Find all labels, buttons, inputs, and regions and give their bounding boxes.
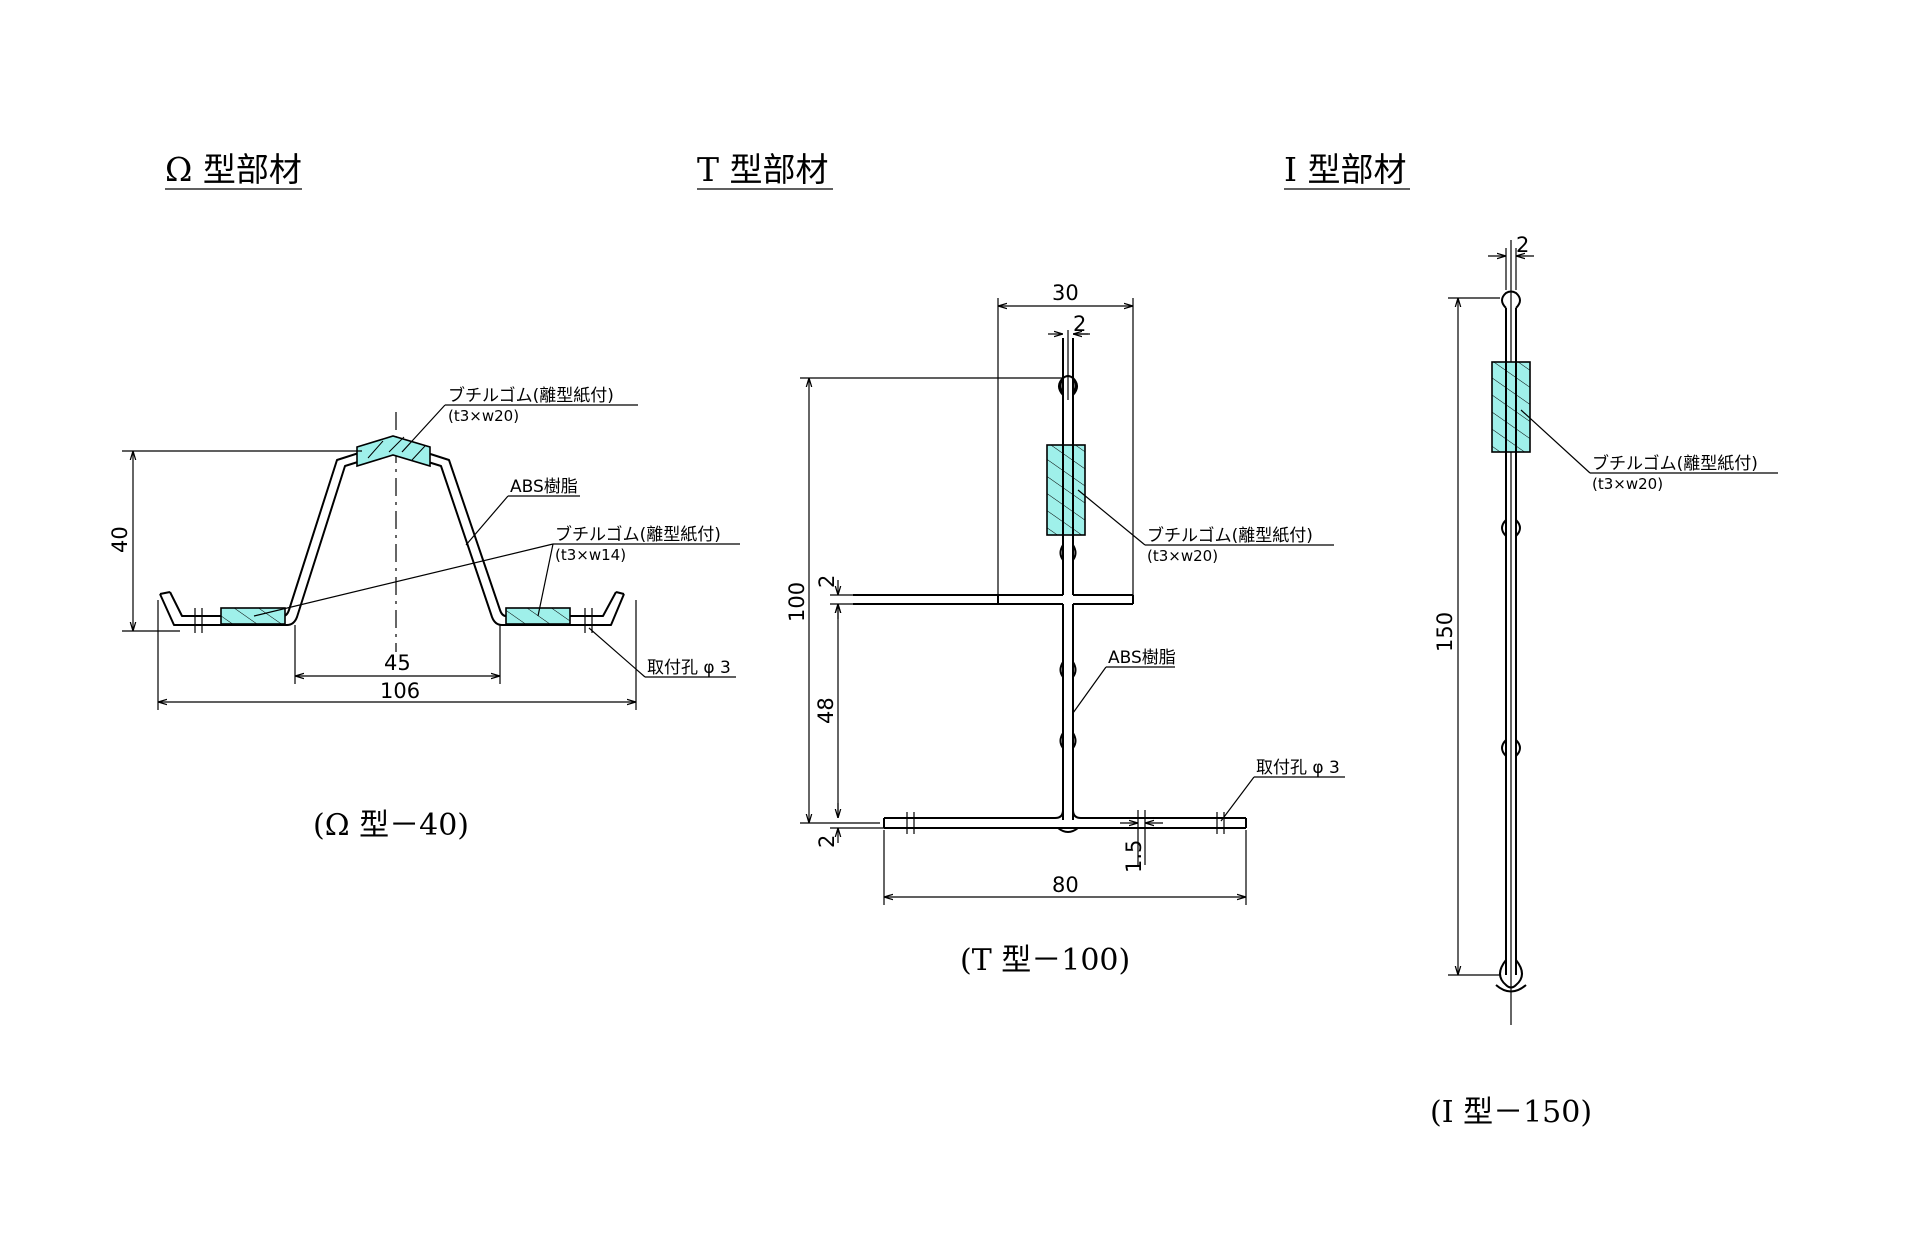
omega-section: Ω 型部材 bbox=[108, 150, 740, 843]
tee-leader-butyl: ブチルゴム(離型紙付) (t3×w20) bbox=[1077, 489, 1334, 565]
tee-butyl-spec: (t3×w20) bbox=[1147, 547, 1218, 565]
omega-dim-inner: 45 bbox=[294, 625, 501, 684]
tee-dim-thick-top: 2 bbox=[1048, 312, 1090, 336]
tee-web bbox=[1059, 338, 1077, 820]
tee-upper-flange bbox=[853, 594, 1134, 605]
tee-hole-label: 取付孔 φ 3 bbox=[1256, 758, 1340, 778]
tee-title: T 型部材 bbox=[697, 150, 829, 189]
ibeam-caption: (I 型－150) bbox=[1430, 1095, 1592, 1130]
tee-dim-bottom-thick: 2 bbox=[815, 803, 884, 848]
omega-caption: (Ω 型－40) bbox=[313, 808, 469, 843]
tee-leader-hole: 取付孔 φ 3 bbox=[1220, 758, 1345, 822]
ibeam-dim-thick: 2 bbox=[1488, 233, 1534, 290]
tee-dim-bottom-thick-label: 2 bbox=[815, 835, 839, 848]
ibeam-section: I 型部材 2 bbox=[1284, 150, 1778, 1130]
omega-butyl-top-label: ブチルゴム(離型紙付) bbox=[448, 385, 614, 406]
ibeam-dim-height-label: 150 bbox=[1433, 612, 1457, 652]
ibeam-dim-height: 150 bbox=[1433, 297, 1500, 976]
ibeam-leader-butyl: ブチルゴム(離型紙付) (t3×w20) bbox=[1520, 409, 1778, 493]
ibeam-web bbox=[1495, 240, 1527, 1025]
tee-dim-height-label: 100 bbox=[785, 582, 809, 622]
tee-abs-label: ABS樹脂 bbox=[1108, 648, 1176, 668]
omega-dim-height: 40 bbox=[108, 450, 362, 632]
omega-butyl-top-spec: (t3×w20) bbox=[448, 407, 519, 425]
ibeam-dim-thick-label: 2 bbox=[1516, 233, 1529, 257]
tee-dim-top: 30 bbox=[997, 281, 1134, 595]
tee-dim-top-label: 30 bbox=[1052, 281, 1079, 305]
tee-butyl-pad bbox=[1046, 444, 1086, 536]
omega-butyl-top bbox=[356, 435, 431, 468]
tee-section: T 型部材 bbox=[697, 150, 1345, 978]
tee-leader-abs: ABS樹脂 bbox=[1072, 648, 1176, 714]
omega-flange-left-end bbox=[159, 591, 171, 595]
tee-dim-offset-label: 1.5 bbox=[1122, 840, 1146, 873]
tee-dim-lower: 48 bbox=[814, 604, 838, 818]
tee-dim-flange-thick: 2 bbox=[815, 575, 853, 619]
tee-dim-height: 100 bbox=[785, 377, 1062, 824]
omega-flange-right-end bbox=[615, 591, 625, 595]
omega-butyl-side-label: ブチルゴム(離型紙付) bbox=[555, 524, 721, 545]
omega-leader-butyl-side: ブチルゴム(離型紙付) (t3×w14) bbox=[253, 524, 740, 617]
omega-hole-label: 取付孔 φ 3 bbox=[647, 658, 731, 678]
omega-leader-butyl-top: ブチルゴム(離型紙付) (t3×w20) bbox=[401, 385, 638, 453]
ibeam-title: I 型部材 bbox=[1284, 150, 1407, 189]
ibeam-butyl-spec: (t3×w20) bbox=[1592, 475, 1663, 493]
omega-dim-width: 106 bbox=[157, 600, 637, 710]
omega-hole-left bbox=[194, 608, 203, 633]
omega-hole-right bbox=[584, 608, 593, 633]
omega-dim-width-label: 106 bbox=[380, 679, 420, 703]
tee-dim-flange-thick-label: 2 bbox=[815, 575, 839, 588]
tee-caption: (T 型－100) bbox=[960, 943, 1130, 978]
omega-butyl-side-spec: (t3×w14) bbox=[555, 546, 626, 564]
tee-dim-width-label: 80 bbox=[1052, 873, 1079, 897]
tee-dim-width: 80 bbox=[883, 830, 1247, 905]
omega-leader-hole: 取付孔 φ 3 bbox=[588, 627, 736, 678]
tee-hole-right bbox=[1216, 812, 1225, 834]
tee-dim-offset: 1.5 bbox=[1120, 810, 1163, 873]
omega-leader-abs: ABS樹脂 bbox=[465, 477, 580, 546]
omega-title: Ω 型部材 bbox=[165, 150, 302, 189]
omega-abs-label: ABS樹脂 bbox=[510, 477, 578, 497]
tee-butyl-label: ブチルゴム(離型紙付) bbox=[1147, 525, 1313, 546]
tee-dim-thick-top-label: 2 bbox=[1073, 312, 1086, 336]
ibeam-butyl-pad bbox=[1491, 361, 1531, 453]
tee-hole-left bbox=[906, 812, 915, 834]
tee-dim-lower-label: 48 bbox=[814, 697, 838, 724]
ibeam-butyl-label: ブチルゴム(離型紙付) bbox=[1592, 453, 1758, 474]
omega-profile-inner bbox=[169, 441, 617, 617]
omega-dim-inner-label: 45 bbox=[384, 651, 411, 675]
tee-bottom-flange bbox=[883, 809, 1247, 833]
omega-dim-height-label: 40 bbox=[108, 526, 132, 553]
